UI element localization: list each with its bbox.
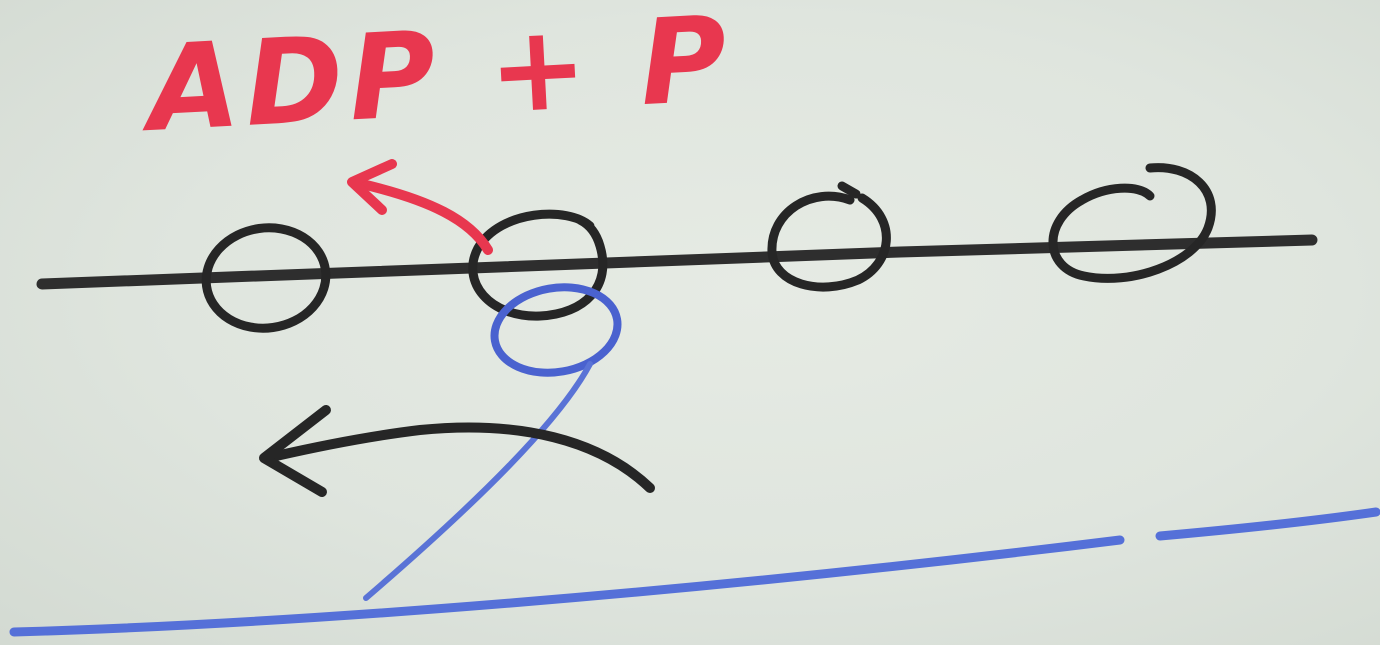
blue-base-line xyxy=(14,540,1120,632)
circle-subunit-4 xyxy=(1053,168,1211,279)
circle-tick-mark xyxy=(842,186,856,194)
adp-plus-p-annotation: ADP + P xyxy=(145,0,736,148)
blue-circle-subunit xyxy=(488,278,625,382)
circle-subunit-3 xyxy=(772,196,886,287)
movement-arrow-shaft xyxy=(276,427,650,488)
release-arrow-shaft xyxy=(362,184,488,250)
blue-base-line-end xyxy=(1160,512,1376,536)
blue-connector-line xyxy=(366,364,590,598)
